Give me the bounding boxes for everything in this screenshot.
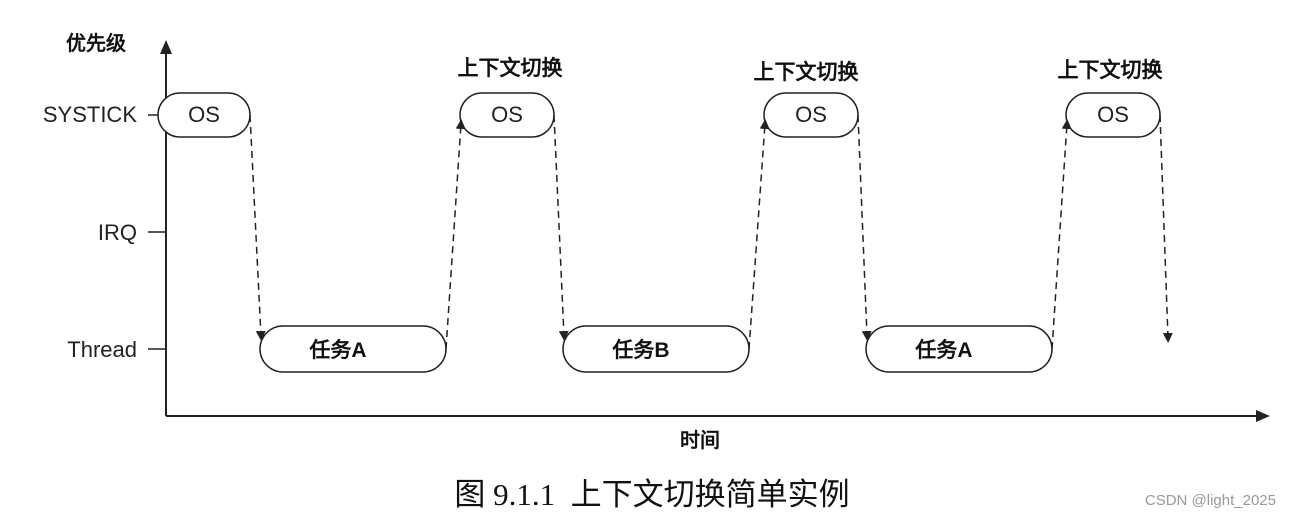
arrow-os3-to-taskA	[857, 114, 872, 341]
switch-label-3: 上下文切换	[1058, 58, 1164, 82]
level-label-irq: IRQ	[98, 220, 137, 245]
os-box-1-label: OS	[188, 102, 220, 127]
os-box-1: OS	[157, 92, 251, 138]
switch-label-2: 上下文切换	[754, 60, 860, 84]
os-box-4: OS	[1065, 92, 1161, 138]
arrow-os1-to-taskA	[249, 114, 266, 341]
arrow-taskA-to-os2	[445, 119, 466, 350]
task-box-2: 任务B	[562, 325, 750, 373]
figure-caption: 图 9.1.1 上下文切换简单实例	[454, 477, 849, 512]
os-box-4-label: OS	[1097, 102, 1129, 127]
y-axis-title: 优先级	[66, 31, 126, 55]
task-box-3-label: 任务A	[914, 338, 972, 362]
x-axis-arrow	[1256, 410, 1270, 422]
watermark: CSDN @light_2025	[1145, 492, 1276, 509]
arrow-taskB-to-os3	[748, 119, 770, 350]
task-box-1: 任务A	[259, 325, 447, 373]
task-box-3: 任务A	[865, 325, 1053, 373]
transition-arrows	[249, 114, 1173, 350]
os-box-3-label: OS	[795, 102, 827, 127]
arrow-taskA-to-os4	[1051, 119, 1072, 350]
x-axis-title: 时间	[680, 429, 720, 452]
task-box-2-label: 任务B	[611, 338, 669, 362]
os-box-2-label: OS	[491, 102, 523, 127]
os-box-3: OS	[763, 92, 859, 138]
arrow-os2-to-taskB	[553, 114, 569, 341]
level-label-thread: Thread	[67, 337, 137, 362]
level-label-systick: SYSTICK	[43, 102, 137, 127]
task-box-1-label: 任务A	[308, 338, 366, 362]
arrow-os4-down	[1159, 114, 1173, 343]
os-box-2: OS	[459, 92, 555, 138]
switch-label-1: 上下文切换	[458, 56, 564, 80]
y-axis-arrow	[160, 40, 172, 54]
